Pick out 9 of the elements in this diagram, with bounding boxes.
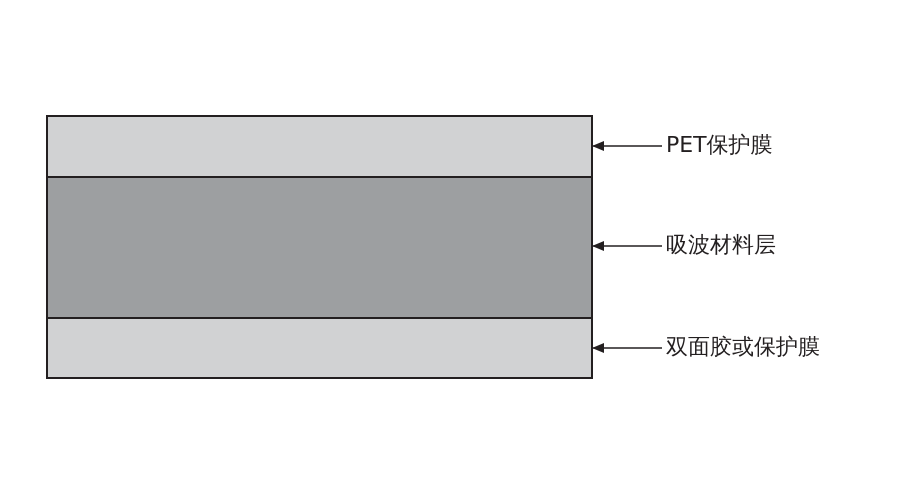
leader-arrow <box>592 241 662 251</box>
leader-arrow <box>592 141 662 151</box>
leader-arrow <box>592 343 662 353</box>
layer-label: 吸波材料层 <box>666 232 776 260</box>
layer-label: 双面胶或保护膜 <box>666 334 820 362</box>
absorber-layer <box>46 176 593 319</box>
protective-film-layer <box>46 115 593 178</box>
layer-label: PET保护膜 <box>666 132 773 160</box>
adhesive-layer <box>46 317 593 379</box>
